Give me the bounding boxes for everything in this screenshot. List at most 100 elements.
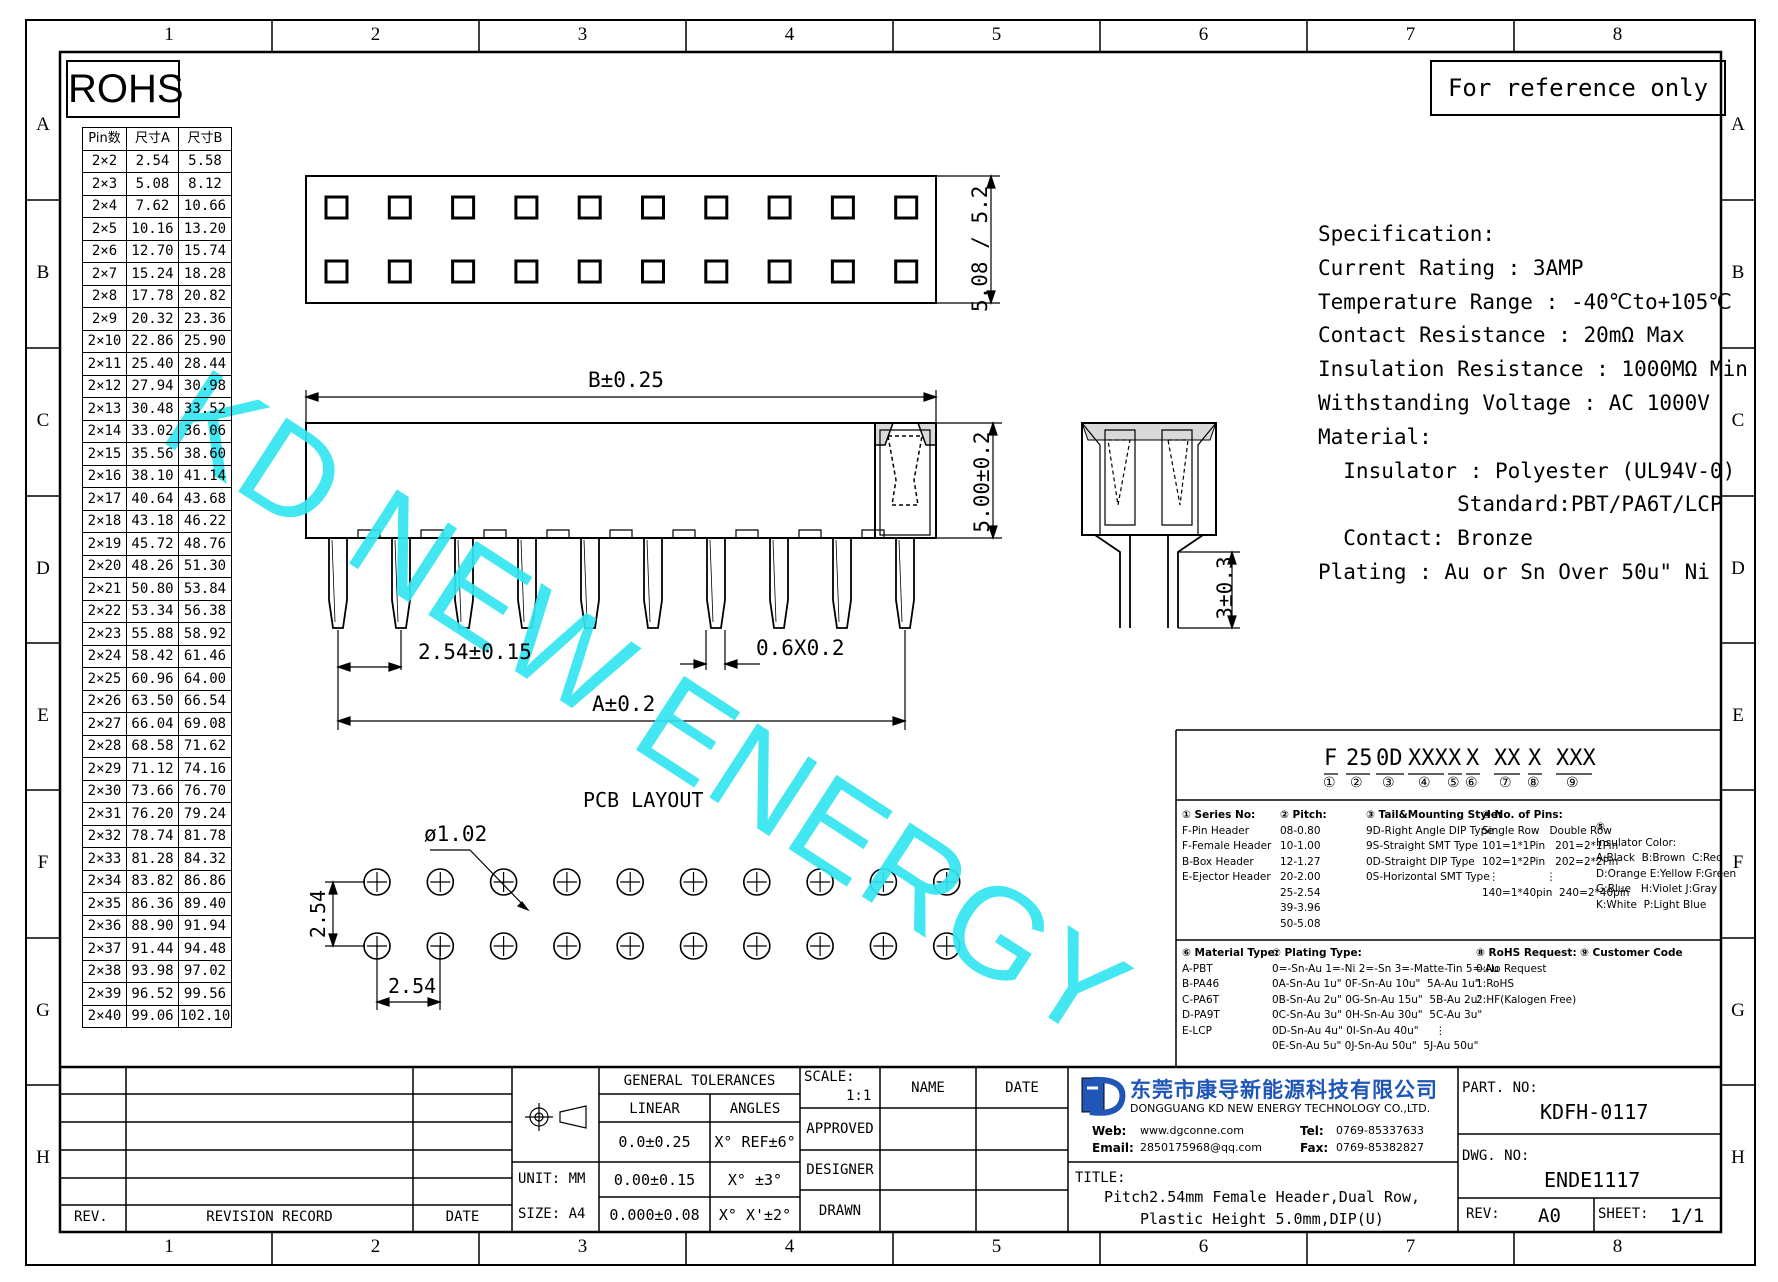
note-line: 08-0.80 xyxy=(1280,824,1321,837)
order-code-part: F xyxy=(1324,746,1338,771)
title-line-2: Plastic Height 5.0mm,DIP(U) xyxy=(1140,1210,1384,1228)
hole-square xyxy=(641,259,665,284)
outer-frame xyxy=(25,19,1756,1266)
table-cell: 2×36 xyxy=(82,914,127,938)
table-cell: 76.70 xyxy=(178,779,232,803)
table-cell: 91.44 xyxy=(126,937,179,961)
zone-col-bottom: 2 xyxy=(370,1236,381,1257)
pcb-col-pitch: 2.54 xyxy=(388,974,437,998)
dwg-no-label: DWG. NO: xyxy=(1462,1148,1530,1164)
pcb-hole xyxy=(553,868,581,896)
table-cell: 2×5 xyxy=(82,217,127,241)
pcb-hole xyxy=(869,868,898,896)
table-cell: 99.56 xyxy=(178,982,232,1006)
web-label: Web: xyxy=(1092,1124,1127,1138)
pcb-hole xyxy=(932,932,961,960)
spec-line: Temperature Range : -40℃to+105℃ xyxy=(1318,289,1732,314)
hole-square xyxy=(577,259,602,284)
tol-linear-3: 0.000±0.08 xyxy=(609,1206,700,1224)
size-label: SIZE: A4 xyxy=(518,1206,586,1222)
table-cell: 5.58 xyxy=(178,149,232,173)
table-cell: 2×35 xyxy=(82,892,127,916)
tol-angle-2: X° ±3° xyxy=(727,1171,783,1189)
table-cell: 63.50 xyxy=(126,689,179,713)
table-cell: 18.28 xyxy=(178,262,232,286)
hole-square xyxy=(514,195,539,220)
sheet-value: 1/1 xyxy=(1670,1205,1705,1227)
pcb-hole xyxy=(806,868,834,896)
note-line: F-Female Header xyxy=(1182,840,1272,852)
note-line: 2:HF(Kalogen Free) xyxy=(1476,993,1577,1006)
pcb-hole xyxy=(869,932,898,960)
table-cell: 2×32 xyxy=(82,824,127,848)
pcb-hole xyxy=(489,932,518,960)
tol-angle-1: X° REF±6° xyxy=(714,1133,796,1151)
table-cell: 60.96 xyxy=(126,667,179,691)
front-view-pins xyxy=(328,529,915,629)
note-line: 9S-Straight SMT Type xyxy=(1366,840,1478,852)
zone-col-top: 4 xyxy=(784,24,795,45)
zone-col-top: 8 xyxy=(1612,24,1623,45)
note-line: 0C-Sn-Au 3u" 0H-Sn-Au 30u" 5C-Au 3u" xyxy=(1272,1009,1483,1021)
order-code-marker: ④ xyxy=(1418,775,1431,791)
table-cell: 66.54 xyxy=(178,689,232,713)
note-head: ① Series No: xyxy=(1182,809,1256,821)
hole-square xyxy=(451,195,476,220)
table-cell: 40.64 xyxy=(126,487,179,511)
hole-square xyxy=(514,259,539,284)
dwg-no: ENDE1117 xyxy=(1544,1168,1641,1192)
table-cell: 81.28 xyxy=(126,847,179,871)
table-cell: 51.30 xyxy=(178,554,232,578)
scale-value: 1:1 xyxy=(846,1088,872,1104)
table-cell: 48.26 xyxy=(126,554,179,578)
table-cell: 30.48 xyxy=(126,397,179,421)
table-cell: 2×10 xyxy=(82,329,127,353)
note-line: 20-2.00 xyxy=(1280,871,1321,883)
zone-col-top: 1 xyxy=(164,24,174,45)
note-line: 0=-Sn-Au 1=-Ni 2=-Sn 3=-Matte-Tin 5=-Au xyxy=(1272,962,1499,975)
tel-value: 0769-85337633 xyxy=(1336,1124,1424,1137)
table-cell: 50.80 xyxy=(126,577,179,601)
note-head: ⑤ xyxy=(1596,821,1605,833)
zone-row-right: B xyxy=(1731,262,1745,283)
revision-record-label: REVISION RECORD xyxy=(206,1209,333,1225)
table-cell: 2×38 xyxy=(82,959,127,983)
table-cell: 2.54 xyxy=(126,149,179,173)
hole-square xyxy=(451,259,476,284)
table-cell: 74.16 xyxy=(178,757,232,781)
zone-row-right: E xyxy=(1732,704,1744,726)
order-code-marker: ③ xyxy=(1382,775,1395,791)
note-line: 0E-Sn-Au 5u" 0J-Sn-Au 50u" 5J-Au 50u" xyxy=(1272,1040,1479,1052)
table-cell: 2×17 xyxy=(82,487,127,511)
pcb-hole xyxy=(363,868,391,896)
note-head: ⑧ RoHS Request: xyxy=(1476,947,1577,959)
table-cell: 2×37 xyxy=(82,937,127,961)
hole-square xyxy=(894,259,919,284)
table-cell: 2×30 xyxy=(82,779,127,803)
table-cell: 36.06 xyxy=(178,419,232,443)
drawn-label: DRAWN xyxy=(818,1203,862,1219)
spec-line: Withstanding Voltage : AC 1000V xyxy=(1318,390,1710,415)
table-cell: 78.74 xyxy=(126,824,179,848)
zone-col-bottom: 7 xyxy=(1405,1236,1416,1257)
spec-line: Current Rating : 3AMP xyxy=(1318,255,1584,280)
table-cell: 2×21 xyxy=(82,577,127,601)
company-logo-icon xyxy=(1081,1076,1126,1116)
sheet-label: SHEET: xyxy=(1598,1206,1649,1222)
table-cell: 43.68 xyxy=(178,487,232,511)
order-code-marker: ⑥ xyxy=(1465,775,1478,791)
pcb-hole xyxy=(679,868,708,896)
table-cell: 83.82 xyxy=(126,869,179,893)
dim-tail-length: 3±0.3 xyxy=(1213,556,1237,620)
